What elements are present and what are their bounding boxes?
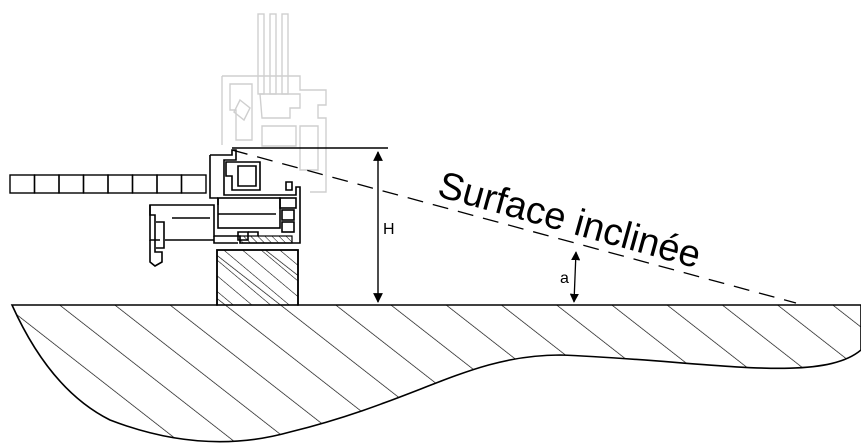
inclined-surface-line — [231, 149, 797, 304]
seal-strip — [239, 235, 293, 244]
surface-label: Surface inclinée — [434, 164, 706, 277]
height-dimension — [232, 147, 388, 303]
angle-arrow — [569, 251, 581, 303]
sill-block — [216, 249, 299, 306]
height-label: H — [383, 221, 395, 238]
angle-label: a — [560, 270, 569, 287]
frame-profile — [149, 149, 301, 267]
sash-profile-ghost — [221, 13, 327, 193]
deck-slats — [9, 174, 207, 194]
ground-section — [10, 249, 861, 443]
